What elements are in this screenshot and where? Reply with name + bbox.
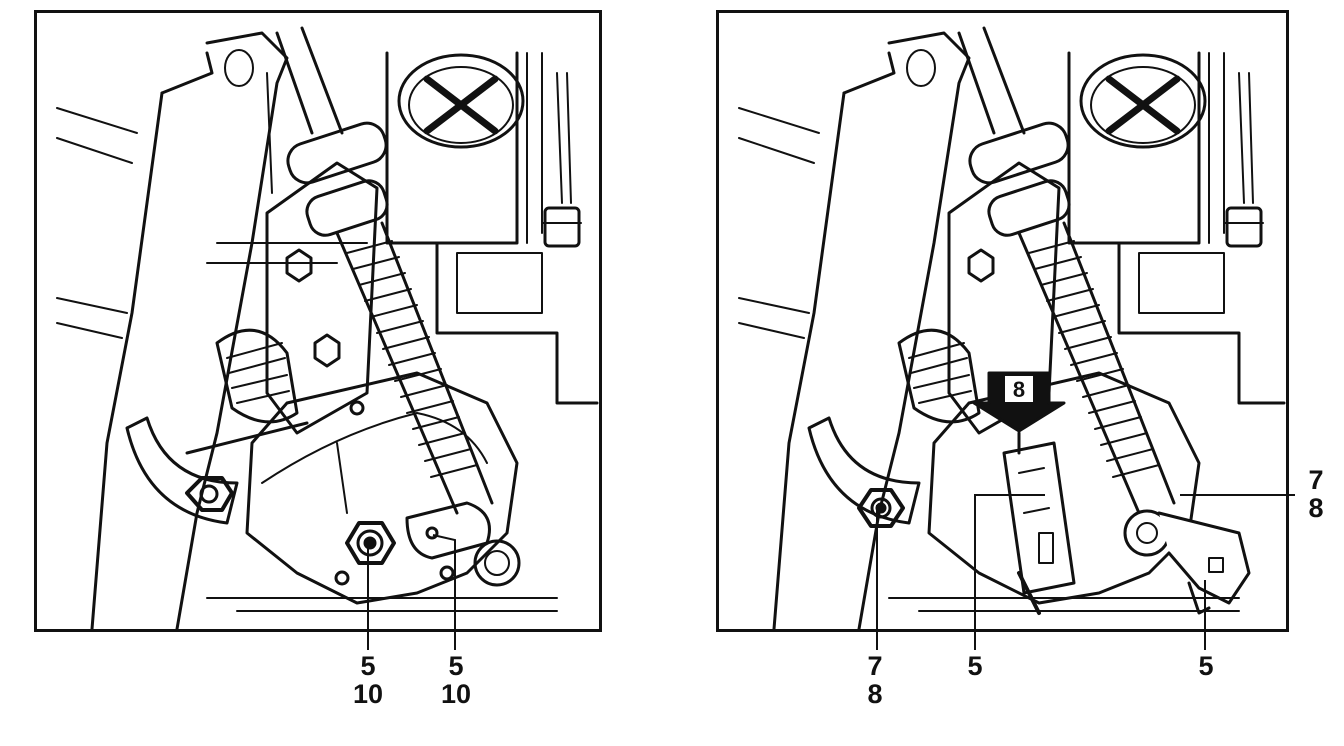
callout-number: 10 xyxy=(440,679,472,709)
callout-right-2: 5 xyxy=(955,652,995,680)
right-illustration-panel: 8 xyxy=(716,10,1289,632)
callout-left-2: 5 10 xyxy=(436,652,476,708)
callout-number: 8 xyxy=(867,679,883,709)
callout-number: 7 xyxy=(867,651,883,681)
callout-number: 8 xyxy=(1308,493,1324,523)
callout-number: 7 xyxy=(1308,465,1324,495)
left-illustration-panel xyxy=(34,10,602,632)
right-linkage-drawing: 8 xyxy=(738,26,1286,629)
callout-number: 5 xyxy=(1198,651,1214,681)
callout-right-1: 7 8 xyxy=(855,652,895,708)
callout-number: 5 xyxy=(448,651,464,681)
callout-number: 5 xyxy=(967,651,983,681)
callout-number: 5 xyxy=(360,651,376,681)
callout-right-4: 7 8 xyxy=(1296,466,1336,522)
arrow-badge-number: 8 xyxy=(1013,377,1025,402)
left-linkage-drawing xyxy=(56,26,599,629)
callout-number: 10 xyxy=(352,679,384,709)
callout-right-3: 5 xyxy=(1186,652,1226,680)
callout-left-1: 5 10 xyxy=(348,652,388,708)
